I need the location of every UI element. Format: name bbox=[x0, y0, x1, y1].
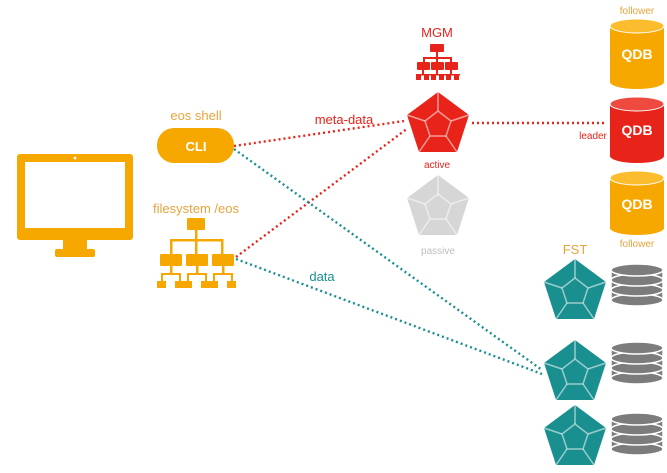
fs-to-mgm-line bbox=[235, 127, 409, 258]
fst-disk-stack-3-icon bbox=[610, 412, 664, 456]
qdb-follower-bottom-database-icon[interactable]: QDB bbox=[609, 170, 665, 235]
qdb-label: QDB bbox=[621, 196, 652, 212]
mgm-label: MGM bbox=[421, 25, 453, 40]
cli-to-mgm-line bbox=[233, 119, 405, 148]
fst-disk-stack-2-icon bbox=[610, 341, 664, 385]
qdb-label: QDB bbox=[621, 46, 652, 62]
qdb-label: QDB bbox=[621, 122, 652, 138]
fst-disk-stack-1-icon bbox=[610, 263, 664, 307]
fst-node-1-icon[interactable] bbox=[543, 258, 607, 320]
mgm-active-node-icon[interactable] bbox=[406, 91, 470, 153]
qdb-leader-database-icon[interactable]: QDB bbox=[609, 96, 665, 163]
active-label: active bbox=[424, 160, 451, 171]
meta-data-label: meta-data bbox=[315, 112, 374, 127]
cli-label: CLI bbox=[186, 139, 207, 154]
follower-top-label: follower bbox=[620, 6, 655, 17]
mgm-hierarchy-icon bbox=[416, 44, 460, 80]
fst-label: FST bbox=[563, 242, 588, 257]
fst-node-3-icon[interactable] bbox=[543, 404, 607, 466]
eos-shell-label: eos shell bbox=[170, 108, 221, 123]
data-connections bbox=[233, 148, 543, 376]
qdb-follower-top-database-icon[interactable]: QDB bbox=[609, 18, 665, 89]
leader-label: leader bbox=[579, 131, 607, 142]
follower-bottom-label: follower bbox=[620, 239, 655, 250]
cli-button[interactable]: CLI bbox=[157, 128, 234, 163]
passive-label: passive bbox=[421, 246, 455, 257]
mgm-passive-node-icon[interactable] bbox=[406, 174, 470, 236]
filesystem-hierarchy-icon[interactable] bbox=[157, 218, 236, 288]
filesystem-label: filesystem /eos bbox=[153, 201, 239, 216]
fs-to-fst-line bbox=[235, 257, 543, 376]
meta-data-connections bbox=[233, 119, 606, 258]
fst-node-2-icon[interactable] bbox=[543, 339, 607, 401]
monitor-icon bbox=[17, 154, 133, 257]
data-label: data bbox=[309, 269, 335, 284]
cli-to-fst-line bbox=[233, 148, 543, 371]
